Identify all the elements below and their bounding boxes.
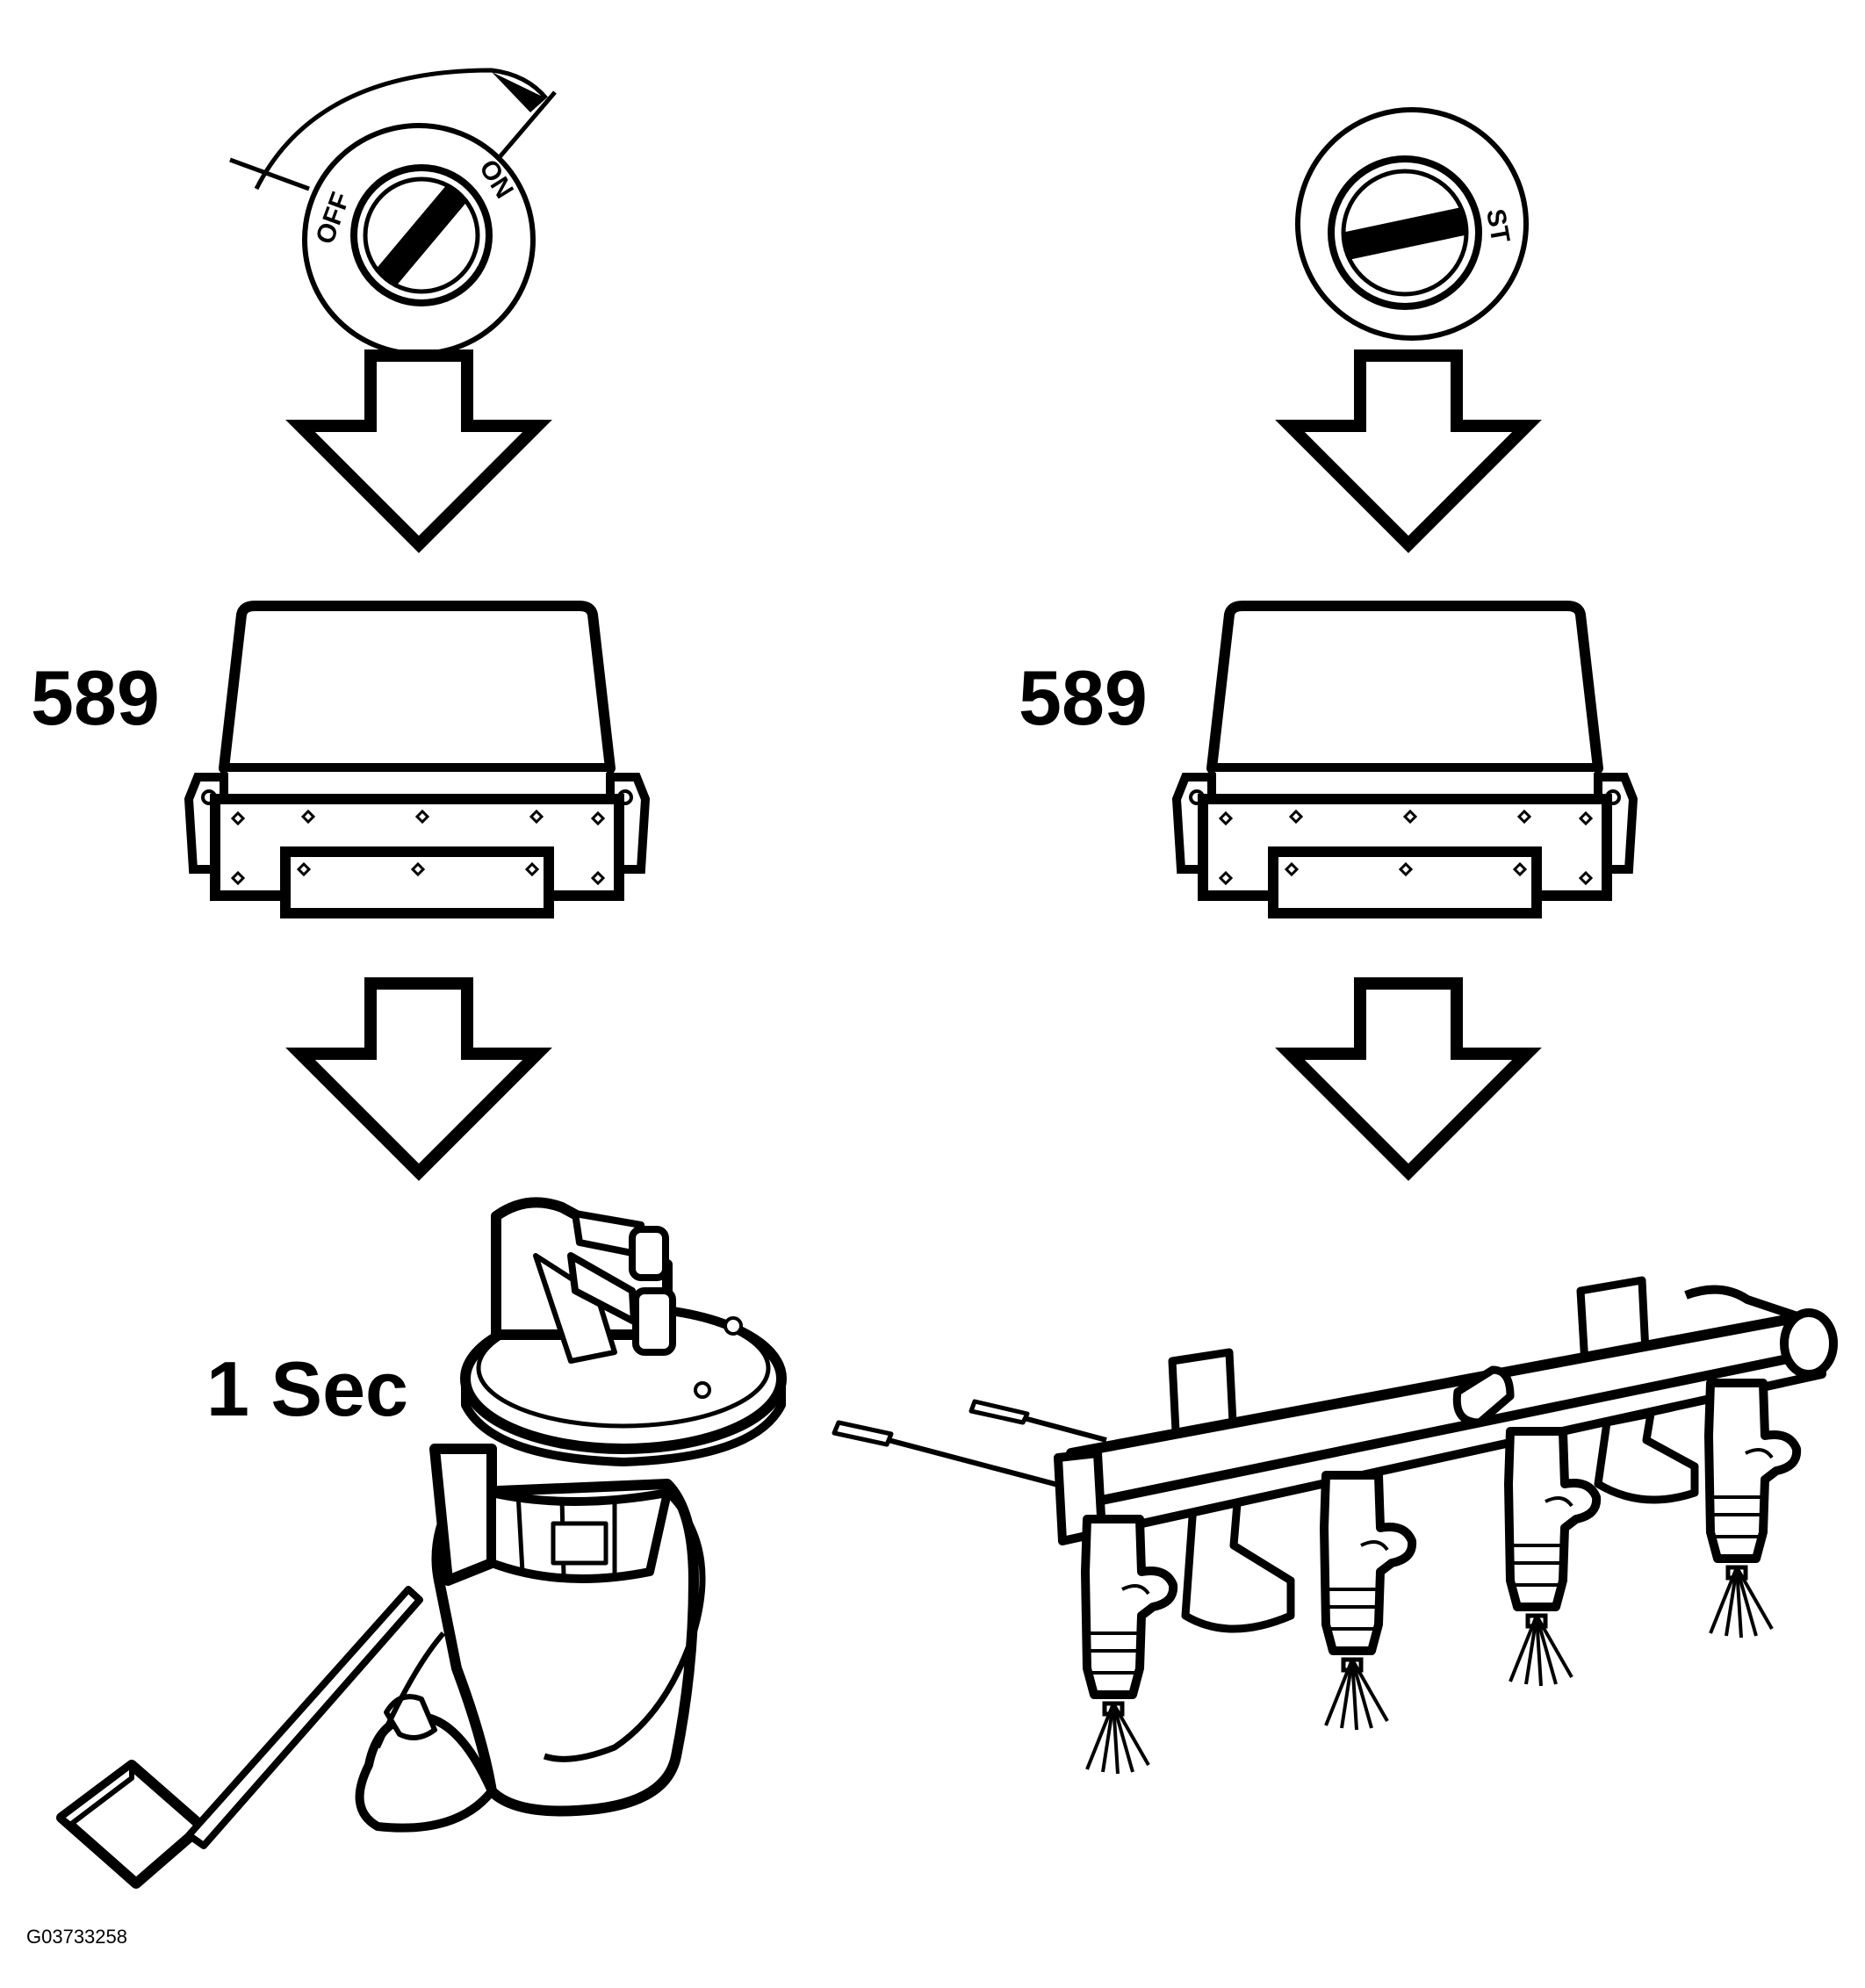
injector-icon	[1324, 1475, 1412, 1670]
figure-code: G03733258	[26, 1926, 127, 1948]
fuel-spray-icon	[1085, 1702, 1150, 1776]
time-label: 1 Sec	[206, 1345, 408, 1432]
fuel-pump-module-icon	[56, 1197, 787, 1889]
ignition-switch-start-icon: ST	[1295, 107, 1529, 341]
ignition-switch-off-on-icon: OFF ON	[302, 123, 536, 357]
engine-control-module-icon	[189, 606, 645, 913]
fuel-spray-icon	[1709, 1566, 1774, 1639]
down-arrow-icon	[300, 983, 537, 1172]
down-arrow-icon	[300, 356, 537, 544]
down-arrow-icon	[1290, 983, 1527, 1172]
fuel-rail-injectors-icon	[832, 1276, 1838, 1633]
down-arrow-icon	[1290, 356, 1527, 544]
switch-start-label: ST	[1480, 206, 1515, 244]
injector-icon	[1509, 1431, 1596, 1626]
injector-icon	[1085, 1519, 1173, 1714]
module-label-left: 589	[31, 654, 160, 741]
engine-control-module-icon	[1177, 606, 1633, 913]
module-label-right: 589	[1019, 654, 1148, 741]
fuel-spray-icon	[1324, 1658, 1389, 1732]
rotation-arc-icon	[229, 68, 557, 191]
injector-icon	[1709, 1383, 1797, 1578]
fuel-spray-icon	[1509, 1614, 1573, 1688]
